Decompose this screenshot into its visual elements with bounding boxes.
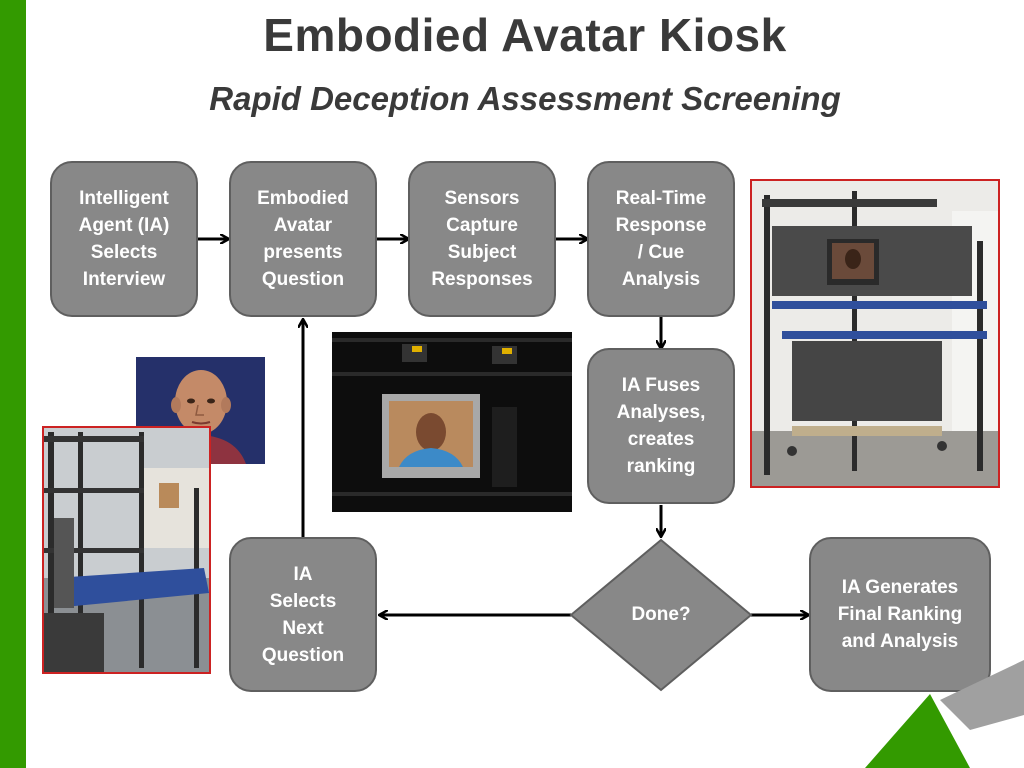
left-accent-bar <box>0 0 26 768</box>
kiosk-front-photo <box>750 179 1000 488</box>
slide-title: Embodied Avatar Kiosk <box>263 9 787 61</box>
avatar-monitor-photo <box>332 332 572 512</box>
step-ia-selects-interview: Intelligent Agent (IA) Selects Interview <box>50 161 198 317</box>
step-ia-final-ranking: IA Generates Final Ranking and Analysis <box>809 537 991 692</box>
kiosk-side-photo <box>42 426 211 674</box>
decision-label: Done? <box>631 604 691 625</box>
slide-subtitle: Rapid Deception Assessment Screening <box>209 80 841 117</box>
step-ia-selects-next-question: IA Selects Next Question <box>229 537 377 692</box>
step-sensors-capture: Sensors Capture Subject Responses <box>408 161 556 317</box>
step-realtime-analysis: Real-Time Response / Cue Analysis <box>587 161 735 317</box>
corner-decoration <box>865 660 1024 768</box>
step-avatar-presents-question: Embodied Avatar presents Question <box>229 161 377 317</box>
step-ia-fuses-analyses: IA Fuses Analyses, creates ranking <box>587 348 735 504</box>
decision-diamond <box>569 538 753 692</box>
